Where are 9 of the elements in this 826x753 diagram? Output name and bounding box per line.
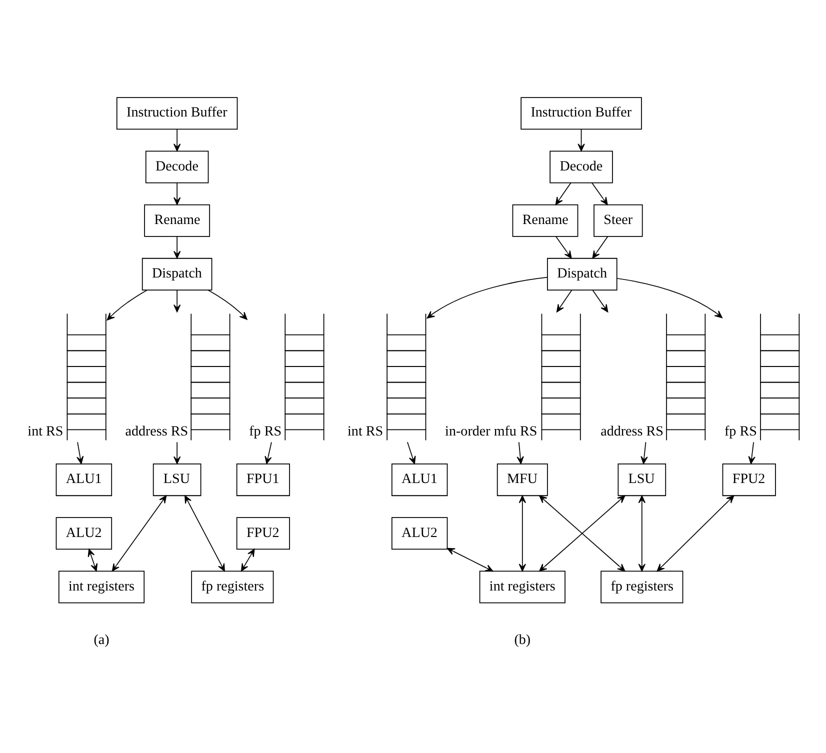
node-label: int RS	[348, 423, 384, 440]
label: (b)	[514, 631, 531, 648]
node-label: in-order mfu RS	[445, 423, 538, 440]
label: (a)	[94, 631, 110, 648]
node-label: int RS	[28, 423, 64, 440]
node-label: address RS	[600, 423, 664, 440]
node-label: address RS	[125, 423, 188, 440]
node-label: fp RS	[249, 423, 282, 440]
node-label: fp RS	[724, 423, 757, 440]
